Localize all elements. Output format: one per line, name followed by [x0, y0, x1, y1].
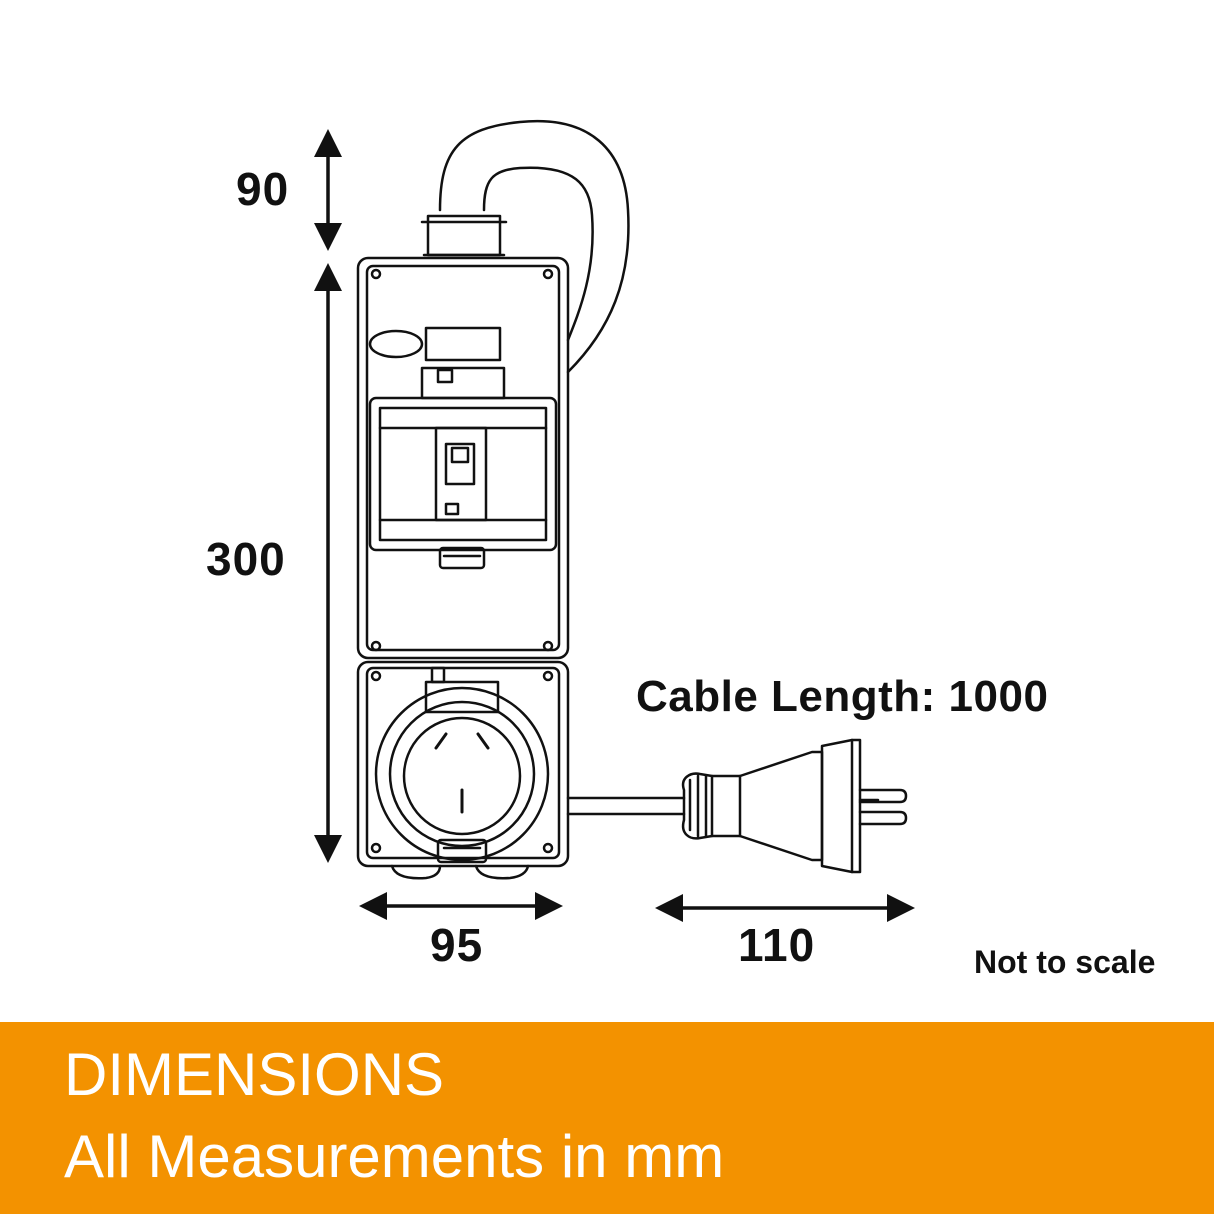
top-cable-loop: [438, 119, 630, 374]
product-diagram: [314, 119, 915, 922]
plug-body: [681, 738, 908, 874]
cable-gland: [420, 214, 508, 257]
socket-outer: [374, 686, 550, 862]
label-plate: [424, 326, 502, 362]
banner-subtitle: All Measurements in mm: [64, 1123, 725, 1190]
enclosure-upper: [356, 256, 570, 660]
scale-note: Not to scale: [974, 944, 1156, 980]
breaker-toggle: [444, 442, 476, 486]
enclosure-lower: [356, 660, 570, 880]
banner-title: DIMENSIONS: [64, 1041, 445, 1108]
window-latch: [438, 546, 486, 570]
dimension-label-height: 300: [206, 533, 286, 585]
dimensions-banner: DIMENSIONS All Measurements in mm: [0, 1022, 1214, 1214]
cable-length-label: Cable Length: 1000: [636, 672, 1049, 721]
dimension-label-plug-length: 110: [738, 919, 816, 971]
dimension-label-cable-top: 90: [236, 163, 290, 215]
breaker-window: [368, 396, 558, 552]
socket-face: [402, 716, 522, 836]
indicator-light: [368, 329, 424, 359]
rcd-breaker: [434, 426, 488, 522]
socket-latch: [436, 838, 488, 864]
side-cable: [566, 796, 686, 816]
dimension-label-width: 95: [430, 919, 484, 971]
